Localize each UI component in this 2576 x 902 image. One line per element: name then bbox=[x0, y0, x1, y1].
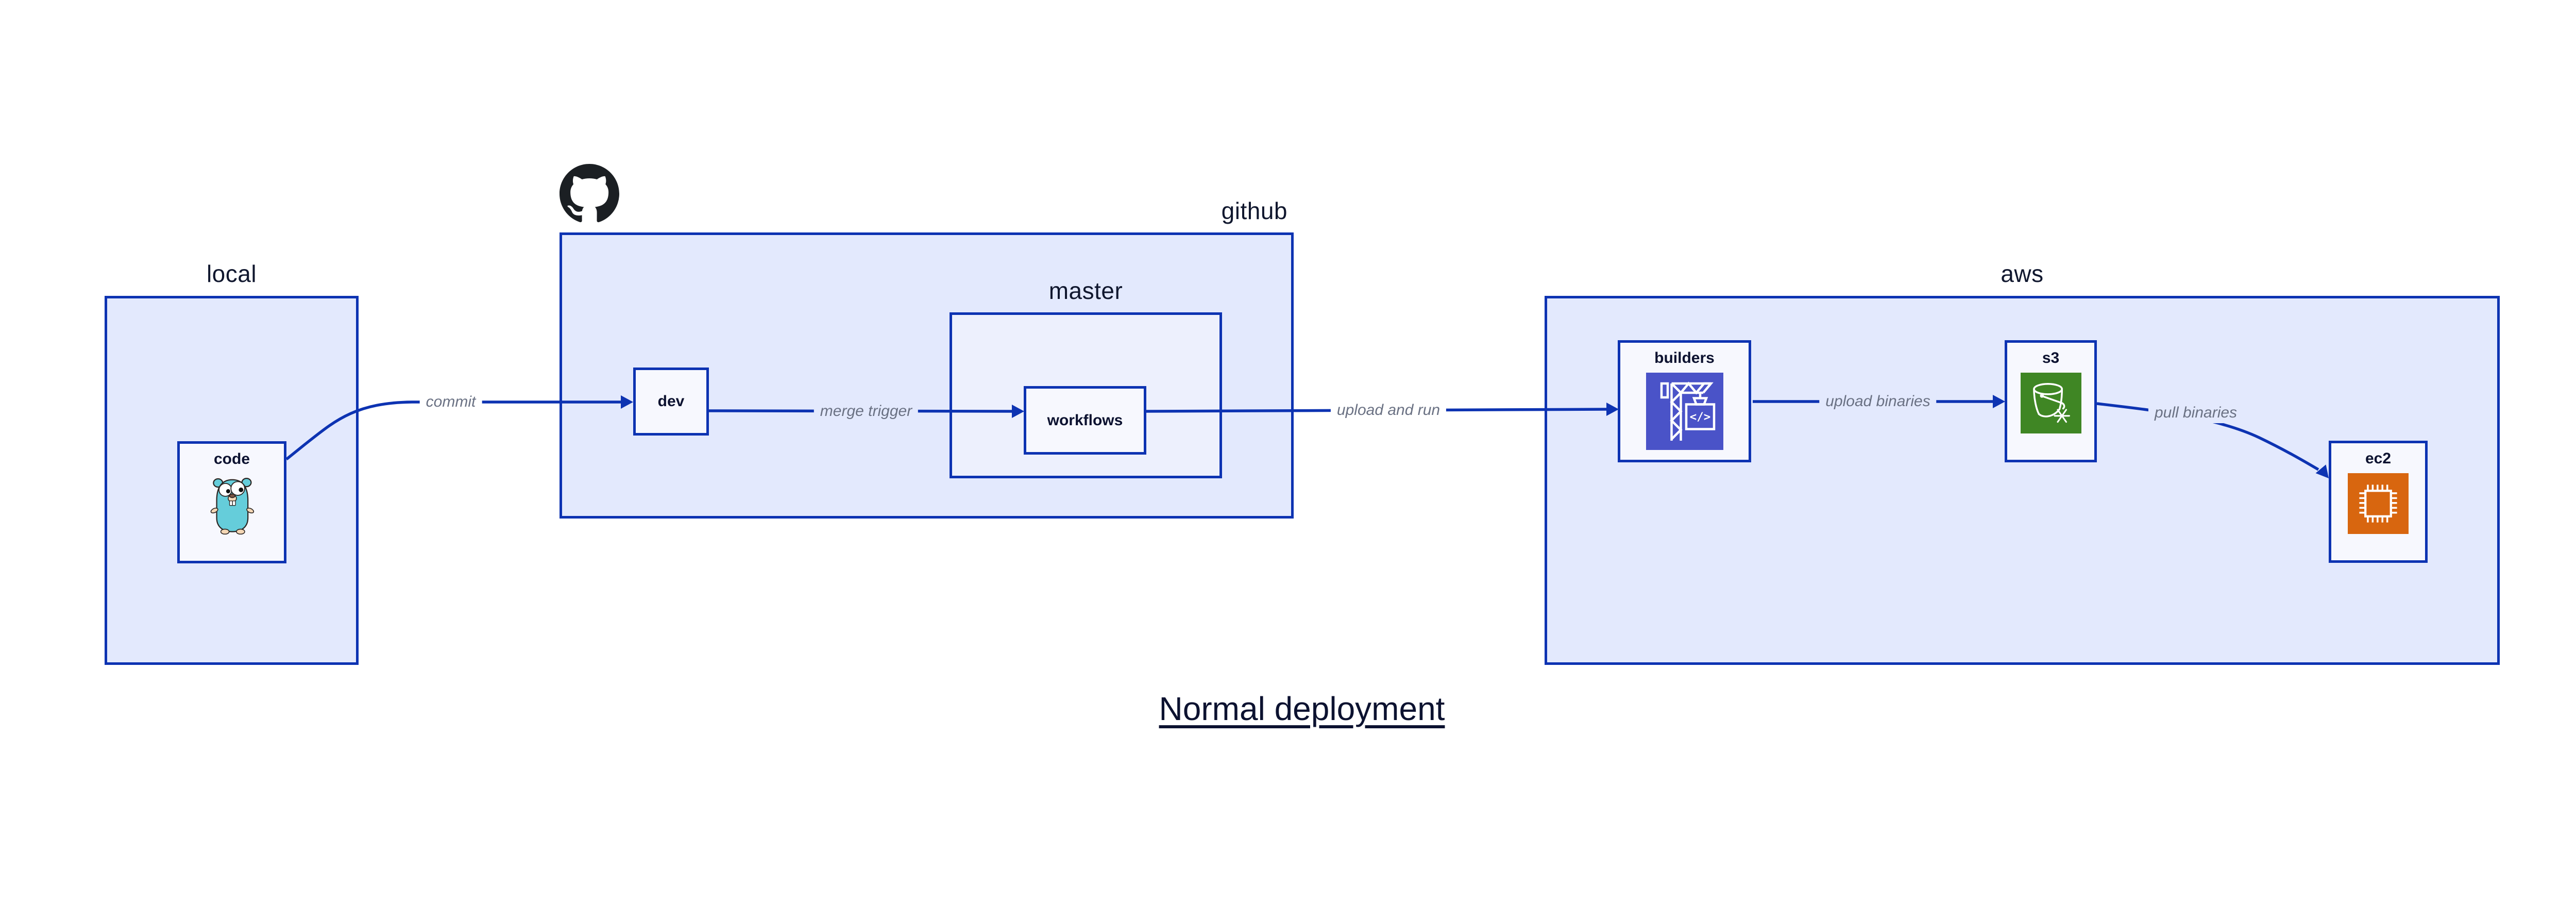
edge-upload-and-run-label: upload and run bbox=[1330, 400, 1447, 421]
container-aws-label: aws bbox=[2001, 260, 2044, 287]
node-builders: builders </> bbox=[1618, 340, 1751, 462]
codebuild-code-glyph: </> bbox=[1689, 410, 1710, 424]
github-octocat-icon bbox=[560, 164, 619, 224]
container-master-label: master bbox=[1048, 277, 1123, 304]
node-code-label: code bbox=[213, 450, 250, 467]
node-s3: s3 bbox=[2005, 340, 2097, 462]
container-github-label: github bbox=[1221, 197, 1287, 224]
node-dev-label: dev bbox=[657, 393, 685, 410]
diagram-title: Normal deployment bbox=[1159, 690, 1445, 727]
node-workflows-label: workflows bbox=[1047, 411, 1123, 429]
edge-commit-label: commit bbox=[419, 392, 482, 412]
node-builders-label: builders bbox=[1654, 349, 1715, 366]
container-local-label: local bbox=[206, 260, 257, 287]
edge-merge-trigger-label: merge trigger bbox=[814, 401, 919, 422]
edge-pull-binaries-label: pull binaries bbox=[2148, 403, 2244, 423]
ec2-chip-icon bbox=[2348, 473, 2409, 534]
codebuild-crane-icon: </> bbox=[1646, 373, 1723, 450]
node-dev: dev bbox=[633, 368, 709, 436]
node-s3-label: s3 bbox=[2042, 349, 2060, 366]
s3-glacier-bucket-icon bbox=[2020, 373, 2081, 433]
node-workflows: workflows bbox=[1024, 386, 1146, 455]
node-code: code bbox=[177, 441, 286, 563]
node-ec2: ec2 bbox=[2329, 441, 2428, 563]
go-gopher-icon bbox=[207, 474, 257, 535]
edge-upload-binaries-label: upload binaries bbox=[1819, 391, 1937, 412]
node-ec2-label: ec2 bbox=[2365, 450, 2392, 467]
